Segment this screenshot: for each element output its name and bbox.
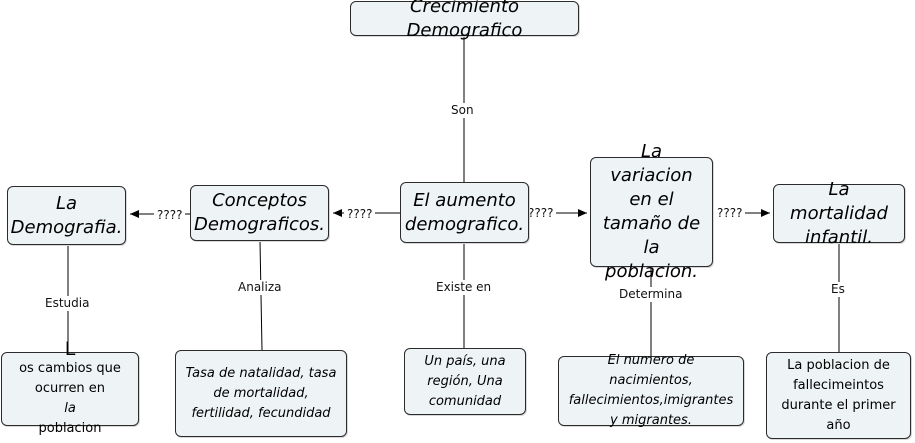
- node-label: Crecimiento Demografico: [406, 0, 523, 41]
- node-label: La Demografia.: [10, 192, 123, 238]
- link-label-q-center-concepts: ????: [344, 207, 376, 222]
- label-line-2-italic: la: [64, 401, 76, 416]
- line-analiza: [259, 240, 263, 351]
- label-line-1: os cambios que: [19, 361, 121, 376]
- node-label: El numero de nacimientos, fallecimientos…: [568, 353, 734, 428]
- node-tasas[interactable]: Tasa de natalidad, tasa de mortalidad, f…: [175, 350, 347, 437]
- label-line-2: ocurren en: [34, 381, 106, 396]
- node-aumento-demografico[interactable]: El aumento demografico.: [400, 182, 529, 243]
- node-label: La mortalidad infantil.: [790, 178, 888, 248]
- node-lugares[interactable]: Un país, una región, Una comunidad: [404, 348, 526, 415]
- node-crecimiento-demografico[interactable]: Crecimiento Demografico: [350, 0, 579, 41]
- node-conceptos-demograficos[interactable]: Conceptos Demograficos.: [190, 185, 329, 241]
- link-label-existe: Existe en: [433, 280, 495, 295]
- node-la-demografia[interactable]: La Demografia.: [7, 186, 126, 245]
- node-label: La poblacion de fallecimeintos durante e…: [781, 357, 896, 433]
- node-numero-nacimientos[interactable]: El numero de nacimientos, fallecimientos…: [558, 353, 744, 428]
- node-label: Tasa de natalidad, tasa de mortalidad, f…: [185, 365, 337, 421]
- link-label-estudia: Estudia: [42, 296, 93, 311]
- node-label: El aumento demografico.: [404, 189, 525, 235]
- label-initial: L: [64, 338, 76, 360]
- link-label-determina: Determina: [616, 287, 686, 302]
- link-label-es: Es: [828, 282, 848, 297]
- node-mortalidad-infantil[interactable]: La mortalidad infantil.: [773, 179, 905, 248]
- node-poblacion-fallecimientos[interactable]: La poblacion de fallecimeintos durante e…: [766, 352, 911, 439]
- link-label-q-concepts-demography: ????: [154, 208, 186, 223]
- node-label: La variacion en el tamaño de la poblacio…: [602, 141, 701, 282]
- link-label-son: Son: [448, 103, 477, 118]
- link-label-q-variation-mortality: ????: [714, 206, 746, 221]
- label-line-3: poblacion: [38, 421, 102, 436]
- node-label: Un país, una región, Una comunidad: [424, 353, 506, 409]
- link-label-q-center-variation: ????: [525, 206, 557, 221]
- link-label-analiza: Analiza: [235, 280, 285, 295]
- node-variacion-poblacion[interactable]: La variacion en el tamaño de la poblacio…: [590, 141, 713, 282]
- node-label: Conceptos Demograficos.: [194, 190, 325, 235]
